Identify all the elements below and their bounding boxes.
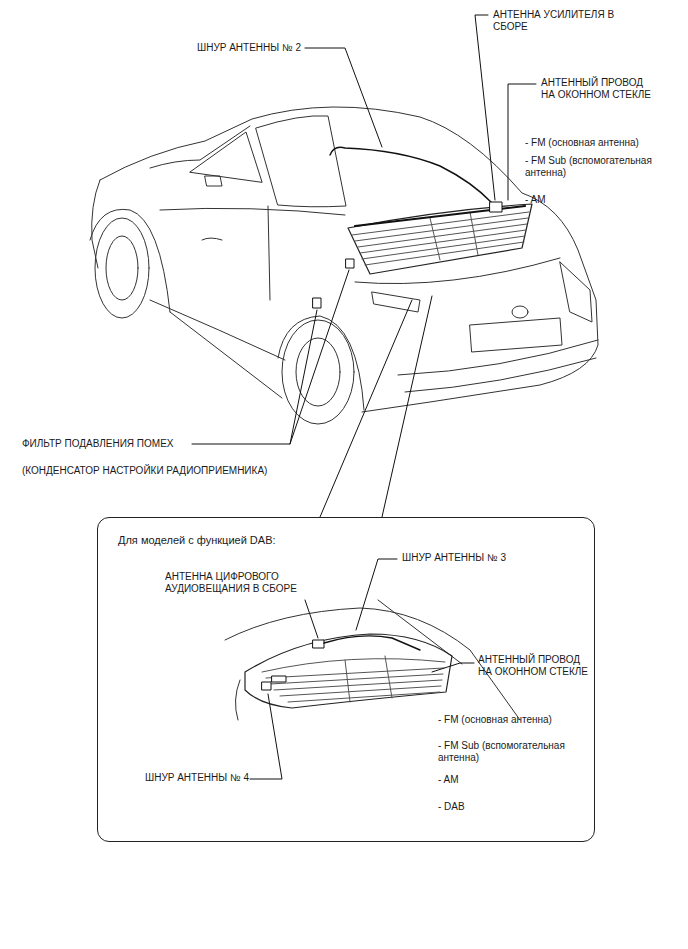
part-label: АНТЕННЫЙ ПРОВОД НА ОКОННОМ СТЕКЛЕ — [541, 77, 651, 101]
part-label: АНТЕННЫЙ ПРОВОД НА ОКОННОМ СТЕКЛЕ — [478, 654, 590, 678]
part-label: АНТЕННА ЦИФРОВОГО АУДИОВЕЩАНИЯ В СБОРЕ — [165, 571, 315, 595]
part-label: (КОНДЕНСАТОР НАСТРОЙКИ РАДИОПРИЕМНИКА) — [22, 465, 267, 477]
part-label: - FM Sub (вспомогательная антенна) — [525, 155, 675, 179]
antenna-parts — [313, 147, 502, 308]
part-label: ШНУР АНТЕННЫ № 4 — [145, 772, 249, 784]
rear-window — [348, 204, 532, 274]
part-label: - FM Sub (вспомогательная антенна) — [438, 740, 588, 764]
leader-lines — [192, 15, 536, 517]
panel-heading: Для моделей с функцией DAB: — [118, 534, 276, 547]
part-label: ШНУР АНТЕННЫ № 2 — [197, 42, 301, 54]
part-label: ШНУР АНТЕННЫ № 3 — [402, 552, 506, 564]
part-label: АНТЕННА УСИЛИТЕЛЯ В СБОРЕ — [493, 9, 618, 33]
part-label: - FM (основная антенна) — [438, 714, 552, 726]
part-label: - AM — [438, 774, 459, 786]
part-label: - FM (основная антенна) — [525, 137, 639, 149]
car-body — [90, 107, 598, 424]
inset-panel: Для моделей с функцией DAB: — [97, 517, 595, 842]
part-label: - AM — [525, 194, 546, 206]
part-label: - DAB — [438, 801, 465, 813]
part-label: ФИЛЬТР ПОДАВЛЕНИЯ ПОМЕХ — [22, 438, 174, 450]
